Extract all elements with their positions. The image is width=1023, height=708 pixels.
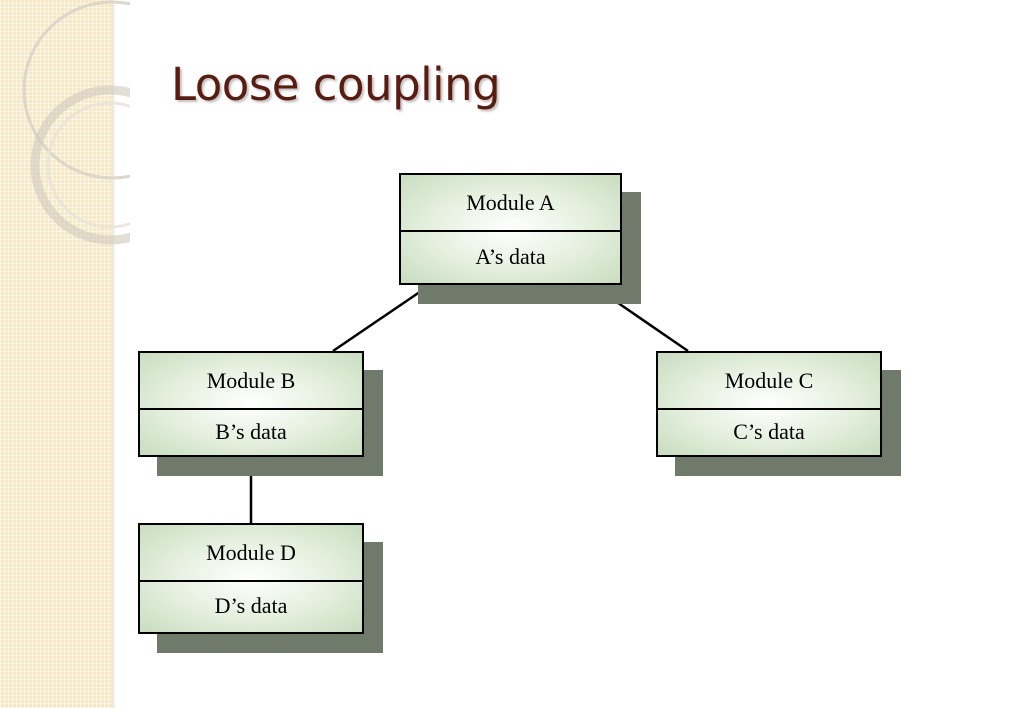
module-a-data: A’s data bbox=[475, 243, 546, 269]
module-a-name: Module A bbox=[401, 175, 620, 232]
module-c-data: C’s data bbox=[733, 418, 805, 444]
link-a-c bbox=[591, 283, 689, 353]
module-c-name: Module C bbox=[658, 353, 880, 410]
module-d-name: Module D bbox=[140, 525, 362, 582]
module-d-data: D’s data bbox=[214, 593, 288, 618]
slide-title: Loose coupling bbox=[171, 58, 501, 111]
module-b-name: Module B bbox=[140, 353, 362, 410]
module-a-box: Module A A’s data bbox=[399, 173, 622, 285]
module-b-data: B’s data bbox=[215, 418, 287, 444]
decorative-rings-icon bbox=[22, 0, 130, 245]
module-d-box: Module D D’s data bbox=[138, 523, 364, 634]
side-panel-edge bbox=[112, 0, 116, 708]
module-b-box: Module B B’s data bbox=[138, 351, 364, 457]
module-c-box: Module C C’s data bbox=[656, 351, 882, 457]
link-a-b bbox=[332, 283, 431, 353]
